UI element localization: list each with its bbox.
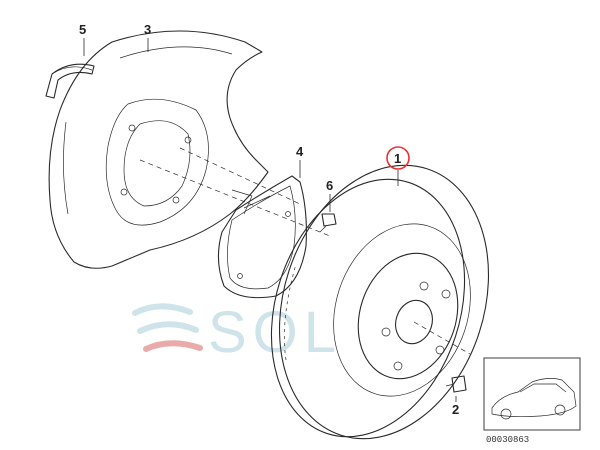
part-4-brake-shoe <box>217 175 307 299</box>
part-5-clip <box>45 63 95 99</box>
part-6-bolt <box>319 213 337 233</box>
leader-lines <box>83 38 457 402</box>
part-3-backing-plate <box>48 30 269 269</box>
assembly-axis-lines <box>139 147 471 355</box>
callout-2: 2 <box>452 402 459 417</box>
part-1-brake-disc <box>270 164 490 440</box>
callout-6: 6 <box>326 178 333 193</box>
callout-1-highlight: 1 <box>386 146 410 170</box>
car-icon <box>491 378 577 420</box>
watermark-text: SOL <box>208 300 342 365</box>
reference-code: 00030863 <box>486 435 529 445</box>
callout-1: 1 <box>394 151 401 166</box>
inset-frame <box>483 357 581 431</box>
vehicle-inset <box>483 357 581 431</box>
callout-5: 5 <box>79 22 86 37</box>
watermark-stripes-icon <box>132 303 203 352</box>
callout-3: 3 <box>144 22 151 37</box>
callout-4: 4 <box>296 144 304 159</box>
watermark-logo: SOL <box>132 300 342 365</box>
highlight-circle-icon <box>386 146 410 170</box>
part-2-stud <box>445 375 467 393</box>
